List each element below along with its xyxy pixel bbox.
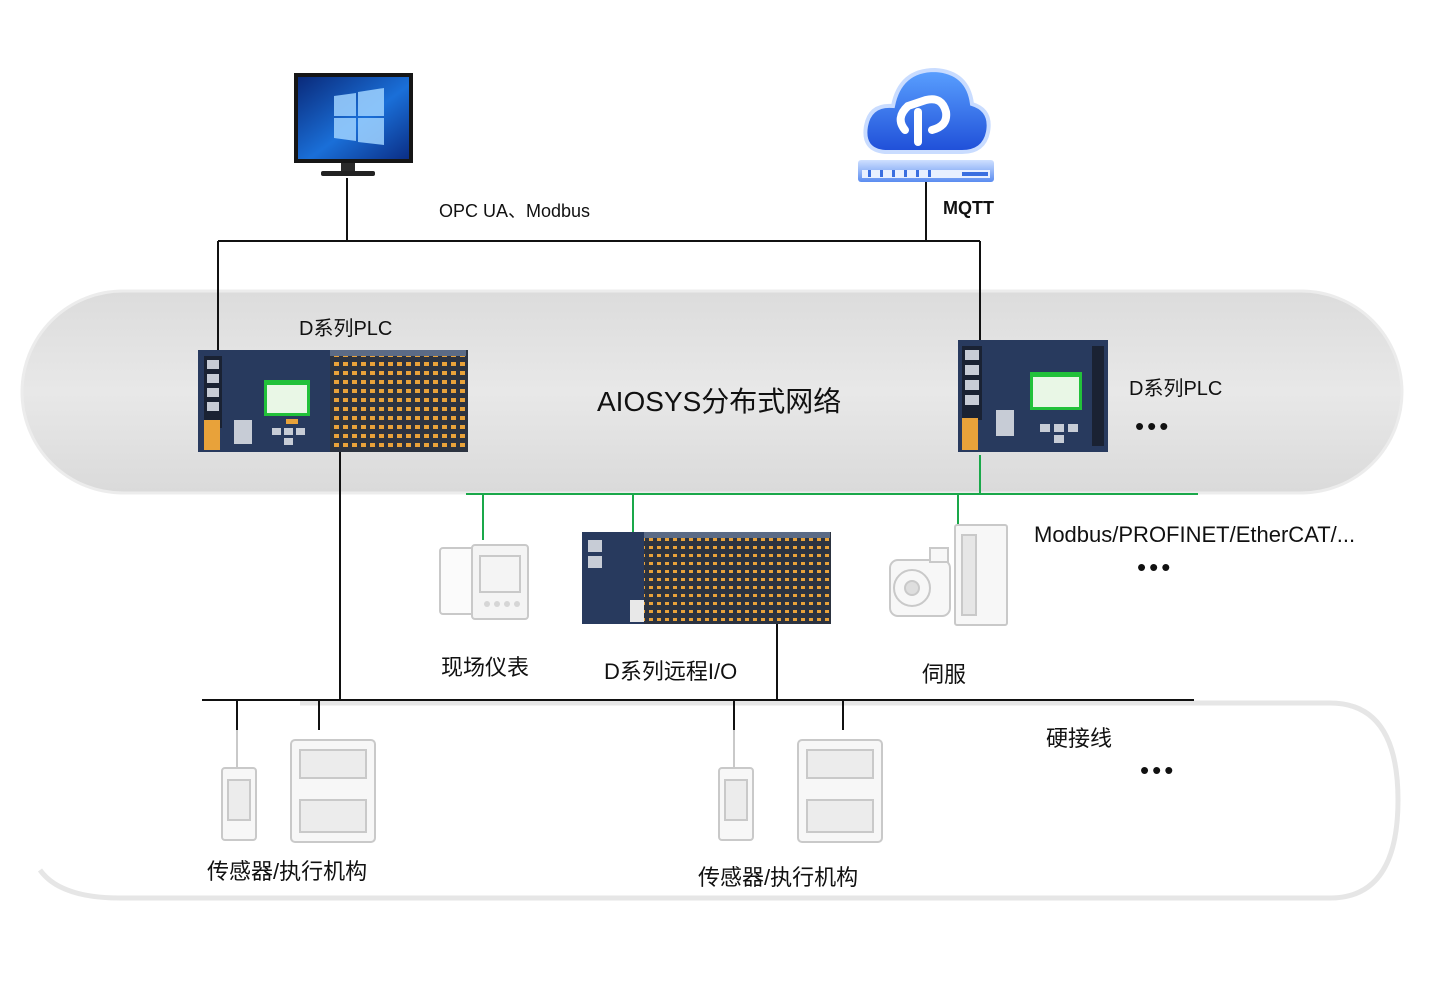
- hardwire-label: 硬接线: [1046, 726, 1113, 751]
- plc-left-device: [198, 350, 468, 452]
- hardwire-wiring: [202, 450, 1194, 730]
- plc-right-label: D系列PLC: [1129, 378, 1223, 400]
- fieldbus-protocols-label: Modbus/PROFINET/EtherCAT/...: [1034, 522, 1356, 547]
- remote-io-device: [582, 532, 831, 624]
- cloud-platform-icon: [858, 67, 994, 182]
- plc-more-ellipsis: •••: [1135, 411, 1172, 441]
- network-title: AIOSYS分布式网络: [597, 386, 842, 417]
- plc-right-device: [958, 340, 1108, 452]
- mqtt-label: MQTT: [943, 198, 994, 218]
- field-meter-label: 现场仪表: [441, 655, 530, 680]
- fieldbus-more-ellipsis: •••: [1137, 552, 1174, 582]
- hardwire-more-ellipsis: •••: [1140, 755, 1177, 785]
- ethernet-wiring: [217, 178, 981, 350]
- desktop-monitor-icon: [294, 73, 413, 176]
- servo-device: [889, 524, 1008, 626]
- sensor-actuator-left-label: 传感器/执行机构: [207, 859, 368, 884]
- hardwire-zone: [37, 700, 1401, 901]
- remote-io-label: D系列远程I/O: [604, 659, 738, 684]
- field-meter-device: [439, 544, 529, 620]
- sensor-actuator-right-label: 传感器/执行机构: [698, 865, 859, 890]
- plc-left-label: D系列PLC: [299, 318, 393, 340]
- sensor-actuator-left-device: [221, 730, 376, 843]
- opcua-modbus-label: OPC UA、Modbus: [439, 201, 591, 221]
- sensor-actuator-right-device: [718, 730, 883, 843]
- servo-label: 伺服: [922, 662, 967, 687]
